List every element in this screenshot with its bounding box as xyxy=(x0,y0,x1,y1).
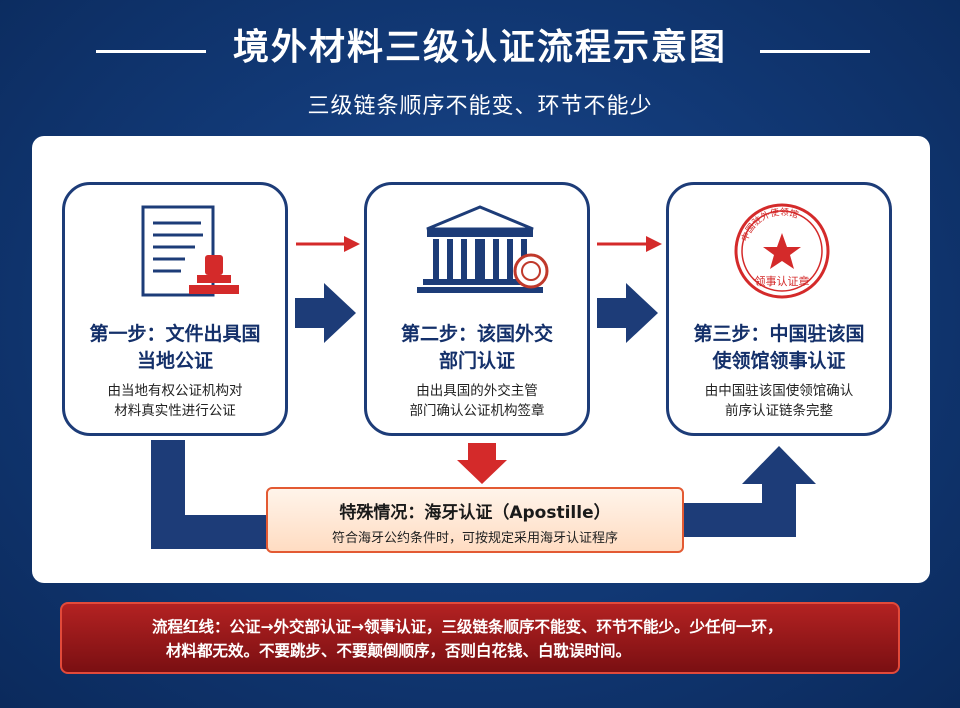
document-stamp-icon xyxy=(65,199,285,299)
bypass-arrowhead xyxy=(742,446,816,484)
step-2-description: 由出具国的外交主管 部门确认公证机构签章 xyxy=(367,381,587,421)
step-3-desc-line1: 由中国驻该国使领馆确认 xyxy=(704,383,854,399)
seal-center-text: 领事认证章 xyxy=(755,274,810,288)
special-case-box: 特殊情况：海牙认证（Apostille） 符合海牙公约条件时，可按规定采用海牙认… xyxy=(266,487,684,553)
step-1-heading-line2: 当地公证 xyxy=(136,350,213,372)
step-card-3: 中国驻外使领馆 领事认证章 第三步：中国驻该国 使领馆领事认证 由中国驻该国使领… xyxy=(666,182,892,436)
step-3-description: 由中国驻该国使领馆确认 前序认证链条完整 xyxy=(669,381,889,421)
step-3-heading: 第三步：中国驻该国 使领馆领事认证 xyxy=(669,321,889,375)
government-building-icon xyxy=(367,199,587,299)
red-line-text-1: 流程红线：公证→外交部认证→领事认证，三级链条顺序不能变、环节不能少。少任何一环… xyxy=(152,618,783,636)
red-line-warning: 流程红线：公证→外交部认证→领事认证，三级链条顺序不能变、环节不能少。少任何一环… xyxy=(60,602,900,674)
seal-ring-text: 中国驻外使领馆 xyxy=(738,206,800,243)
bypass-path-right xyxy=(684,480,796,537)
step-2-desc-line2: 部门确认公证机构签章 xyxy=(409,403,545,419)
page-title: 境外材料三级认证流程示意图 xyxy=(232,27,727,68)
step-2-heading: 第二步：该国外交 部门认证 xyxy=(367,321,587,375)
navy-arrow-2-3 xyxy=(597,283,658,343)
title-decoration-right xyxy=(760,50,870,53)
special-case-title: 特殊情况：海牙认证（Apostille） xyxy=(339,503,611,523)
step-3-desc-line2: 前序认证链条完整 xyxy=(725,403,833,419)
step-2-heading-line2: 部门认证 xyxy=(438,350,515,372)
red-line-text-2: 材料都无效。不要跳步、不要颠倒顺序，否则白花钱、白耽误时间。 xyxy=(166,642,632,660)
step-1-desc-line1: 由当地有权公证机构对 xyxy=(107,383,243,399)
special-case-description: 符合海牙公约条件时，可按规定采用海牙认证程序 xyxy=(331,531,618,546)
step-1-description: 由当地有权公证机构对 材料真实性进行公证 xyxy=(65,381,285,421)
page-subtitle: 三级链条顺序不能变、环节不能少 xyxy=(307,94,653,119)
step-1-desc-line2: 材料真实性进行公证 xyxy=(114,403,236,419)
red-down-arrow xyxy=(457,443,507,484)
step-3-heading-line1: 第三步：中国驻该国 xyxy=(693,323,865,345)
title-decoration-left xyxy=(96,50,206,53)
step-card-2: 第二步：该国外交 部门认证 由出具国的外交主管 部门确认公证机构签章 xyxy=(364,182,590,436)
step-1-heading-line1: 第一步：文件出具国 xyxy=(89,323,261,345)
step-1-heading: 第一步：文件出具国 当地公证 xyxy=(65,321,285,375)
step-3-heading-line2: 使领馆领事认证 xyxy=(712,350,846,372)
step-2-heading-line1: 第二步：该国外交 xyxy=(400,323,553,345)
step-2-desc-line1: 由出具国的外交主管 xyxy=(416,383,538,399)
consular-seal-icon: 中国驻外使领馆 领事认证章 xyxy=(669,199,889,299)
bypass-path-left xyxy=(151,440,268,549)
step-card-1: 第一步：文件出具国 当地公证 由当地有权公证机构对 材料真实性进行公证 xyxy=(62,182,288,436)
navy-arrow-1-2 xyxy=(295,283,356,343)
